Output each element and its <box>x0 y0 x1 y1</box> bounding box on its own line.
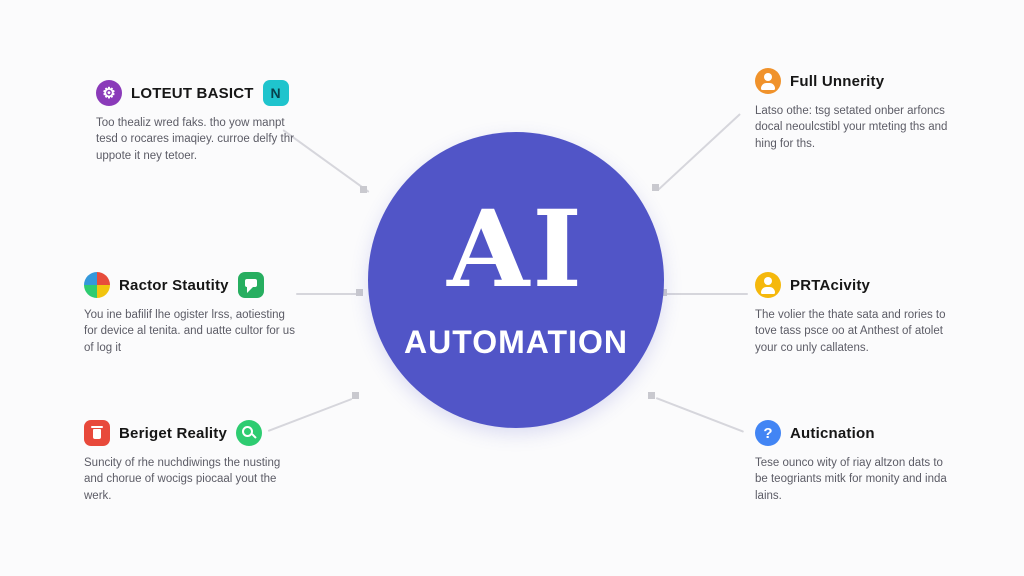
gear-icon: ⚙ <box>96 80 122 106</box>
feature-item-header: Beriget Reality <box>84 420 284 446</box>
question-icon: ? <box>755 420 781 446</box>
feature-description: Suncity of rhe nuchdiwings the nusting a… <box>84 457 281 502</box>
search-icon <box>236 420 263 446</box>
user-icon <box>755 68 781 94</box>
feature-item-mid-right: PRTAcivity The volier the thate sata and… <box>755 272 955 356</box>
feature-description: Tese ounco wity of riay altzon dats to b… <box>755 457 947 502</box>
trash-icon <box>84 420 110 446</box>
connector-node <box>648 392 655 399</box>
feature-item-header: Ractor Stautity <box>84 272 299 298</box>
connector-line <box>666 293 748 295</box>
connector-node <box>660 289 667 296</box>
feature-description: Latso othe: tsg setated onber arfoncs do… <box>755 105 948 150</box>
feature-title: LOTEUT BASICT <box>131 84 254 102</box>
color-wheel-icon <box>84 272 110 298</box>
connector-node <box>356 289 363 296</box>
feature-item-mid-left: Ractor Stautity You ine bafilif lhe ogis… <box>84 272 299 356</box>
connector-line <box>655 397 745 433</box>
feature-description: Too thealiz wred faks. tho yow manpt tes… <box>96 117 294 162</box>
chat-bubble-icon <box>237 272 264 298</box>
user-icon <box>755 272 781 298</box>
feature-item-header: PRTAcivity <box>755 272 955 298</box>
connector-node <box>652 184 659 191</box>
feature-description: You ine bafilif lhe ogister lrss, aoties… <box>84 309 295 354</box>
feature-title: Full Unnerity <box>790 72 885 90</box>
center-subtitle: AUTOMATION <box>404 323 628 360</box>
feature-title: Beriget Reality <box>119 424 228 442</box>
feature-title: Auticnation <box>790 424 875 442</box>
letter-n-badge: N <box>262 80 289 106</box>
center-circle: AI AUTOMATION <box>368 132 664 428</box>
feature-description: The volier the thate sata and rories to … <box>755 309 946 354</box>
feature-item-header: ⚙ LOTEUT BASICT N <box>96 80 296 106</box>
feature-title: PRTAcivity <box>790 276 871 294</box>
feature-item-bottom-right: ? Auticnation Tese ounco wity of riay al… <box>755 420 955 504</box>
feature-item-top-right: Full Unnerity Latso othe: tsg setated on… <box>755 68 955 152</box>
connector-line <box>657 113 741 191</box>
connector-node <box>360 186 367 193</box>
feature-item-header: Full Unnerity <box>755 68 955 94</box>
connector-line <box>296 293 362 295</box>
feature-item-top-left: ⚙ LOTEUT BASICT N Too thealiz wred faks.… <box>96 80 296 164</box>
connector-node <box>352 392 359 399</box>
feature-item-header: ? Auticnation <box>755 420 955 446</box>
feature-title: Ractor Stautity <box>119 276 229 294</box>
center-title: AI <box>447 185 585 311</box>
feature-item-bottom-left: Beriget Reality Suncity of rhe nuchdiwin… <box>84 420 284 504</box>
